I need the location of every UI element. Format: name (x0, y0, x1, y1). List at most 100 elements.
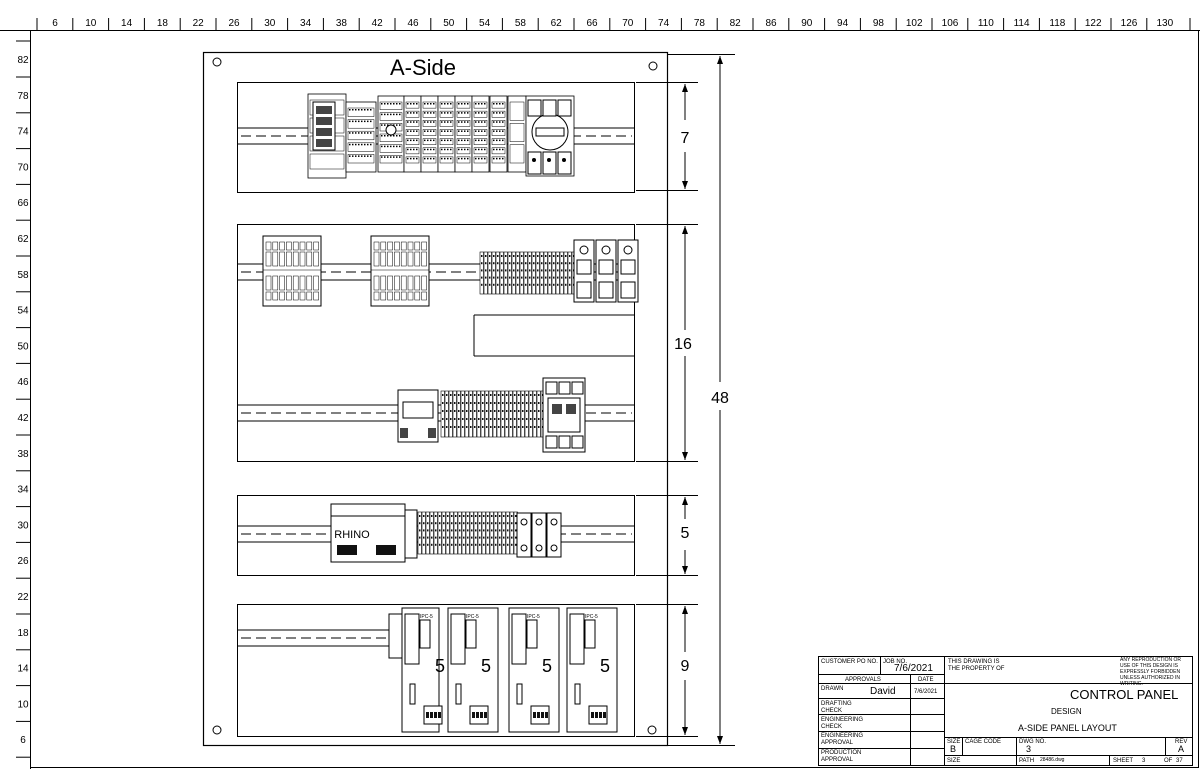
sheet-border (30, 30, 1199, 768)
fuse-terminal (531, 512, 547, 558)
top-ruler-label: 86 (765, 18, 777, 29)
top-ruler-label: 114 (1014, 18, 1030, 29)
psu-number: 5 (542, 656, 552, 676)
approvals-label: APPROVALS (845, 677, 881, 683)
path-label: PATH (1019, 758, 1035, 764)
left-ruler-label: 82 (17, 55, 29, 66)
left-ruler-label: 30 (17, 520, 29, 531)
top-ruler-label: 54 (479, 18, 491, 29)
top-ruler-label: 10 (85, 18, 97, 29)
psu-model-label: IPC-5 (420, 614, 433, 620)
top-ruler-label: 62 (551, 18, 563, 29)
left-ruler-label: 22 (17, 592, 29, 603)
rhino-label: RHINO (334, 529, 370, 541)
io-card (403, 95, 422, 173)
left-ruler-label: 26 (17, 556, 29, 567)
fuse-holder (595, 239, 617, 303)
top-ruler-bg (0, 0, 1200, 30)
job-date: 7/6/2021 (894, 663, 933, 674)
mounting-hole-bottom-left (212, 725, 222, 735)
design-label: DESIGN (1051, 707, 1082, 716)
terminal-strip (417, 511, 518, 555)
rev-value: A (1178, 744, 1185, 754)
left-ruler-label: 38 (17, 449, 29, 460)
drawing-notice: THIS DRAWING IS THE PROPERTY OF (948, 659, 1005, 672)
top-ruler-label: 98 (873, 18, 885, 29)
section-io-rails (237, 224, 639, 462)
left-ruler-label: 70 (17, 162, 29, 173)
mounting-hole-top-right (648, 61, 658, 71)
top-ruler-label: 82 (730, 18, 742, 29)
rev-label: REV (1175, 739, 1188, 745)
section-plc-rail (237, 82, 635, 193)
left-ruler-label: 66 (17, 198, 29, 209)
dimension-section-2: 16 (674, 336, 692, 353)
size-label: SIZE (947, 739, 961, 745)
psu-model-label: IPC-5 (585, 614, 598, 620)
cpu-module (345, 101, 377, 173)
terminal-strip (479, 251, 576, 295)
io-components (262, 235, 639, 453)
of-label: OF (1164, 758, 1173, 764)
mounting-hole-top-left (212, 57, 222, 67)
io-card (489, 95, 508, 173)
path-value: 28486.dwg (1040, 757, 1065, 763)
io-card (471, 95, 490, 173)
left-ruler-label: 62 (17, 234, 29, 245)
top-ruler-label: 106 (942, 18, 959, 29)
drawn-date: 7/6/2021 (914, 689, 938, 695)
io-card (420, 95, 439, 173)
top-ruler-label: 66 (586, 18, 598, 29)
end-card (507, 95, 527, 173)
top-ruler-label: 110 (978, 18, 994, 29)
left-ruler-label: 18 (17, 628, 29, 639)
job-no-label: JOB NO. (883, 659, 908, 665)
left-ruler-label: 58 (17, 270, 29, 281)
project-title: CONTROL PANEL (1070, 687, 1179, 702)
top-ruler-label: 94 (837, 18, 849, 29)
top-ruler-label: 118 (1049, 18, 1065, 29)
top-ruler-label: 46 (407, 18, 419, 29)
io-card (437, 95, 456, 173)
relay-module-1 (262, 235, 322, 307)
top-ruler-label: 42 (372, 18, 384, 29)
top-ruler-label: 50 (443, 18, 455, 29)
fuse-holder (573, 239, 595, 303)
customer-po-label: CUSTOMER PO NO. (821, 659, 878, 665)
dimension-lines: 7 16 5 9 (636, 54, 735, 746)
drawn-by: David (870, 686, 896, 697)
left-ruler-label: 46 (17, 377, 29, 388)
top-ruler-label: 18 (157, 18, 169, 29)
dimension-section-3: 5 (681, 525, 690, 542)
top-ruler-label: 102 (906, 18, 923, 29)
section-rhino-rail: RHINO (237, 495, 635, 576)
drafting-check-label: DRAFTING CHECK (821, 701, 852, 714)
top-ruler-label: 38 (336, 18, 348, 29)
dwg-no-value: 3 (1026, 744, 1032, 754)
fuse-terminal (516, 512, 532, 558)
title-block (818, 656, 1193, 766)
top-ruler-label: 14 (121, 18, 133, 29)
mounting-hole-bottom-right (647, 725, 657, 735)
left-ruler-label: 54 (17, 306, 29, 317)
dimension-section-4: 9 (681, 658, 690, 675)
left-ruler-label: 50 (17, 341, 29, 352)
top-ruler-label: 126 (1121, 18, 1138, 29)
cage-code-label: CAGE CODE (965, 739, 1002, 745)
top-ruler-label: 122 (1085, 18, 1102, 29)
panel-title: A-Side (390, 55, 456, 80)
date-label: DATE (918, 677, 934, 683)
top-ruler-label: 74 (658, 18, 670, 29)
dimension-section-1: 7 (681, 130, 690, 147)
fuse-holder (617, 239, 639, 303)
top-ruler-label: 78 (694, 18, 706, 29)
production-approval-label: PRODUCTION APPROVAL (821, 750, 862, 763)
sheet-title: A-SIDE PANEL LAYOUT (1018, 723, 1117, 733)
